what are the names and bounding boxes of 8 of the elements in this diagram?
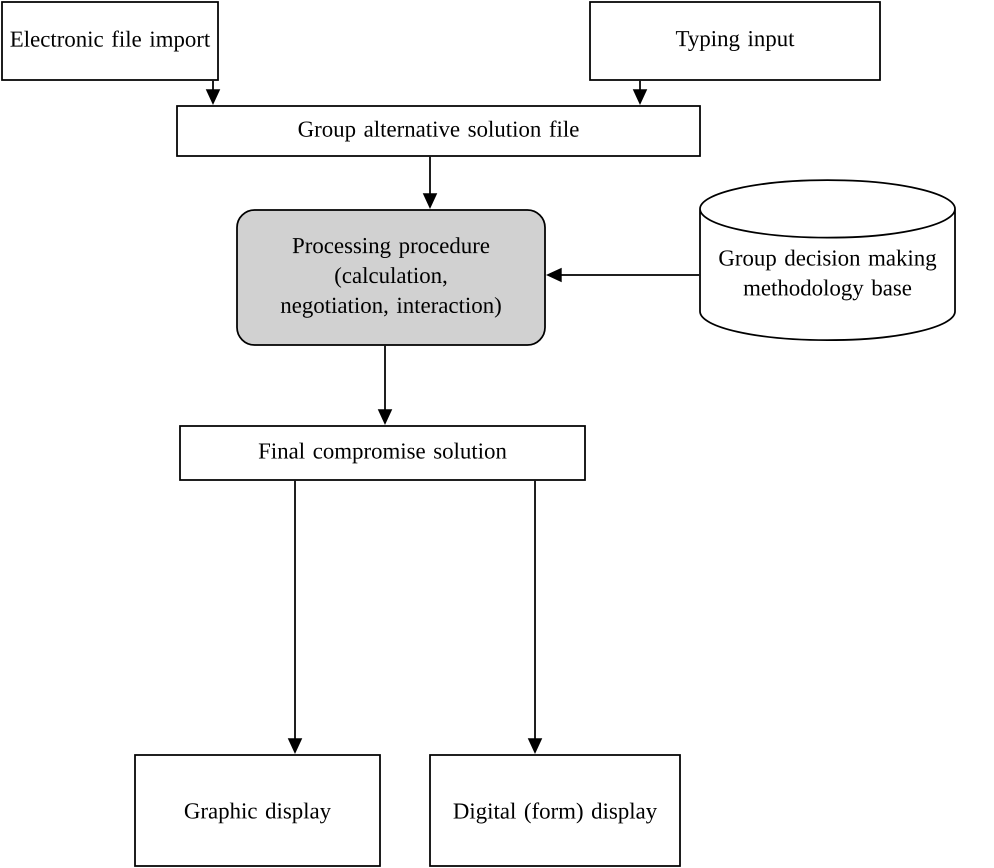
process-box: Group alternative solution file bbox=[176, 105, 701, 157]
process-box: Electronic file import bbox=[1, 1, 219, 81]
process-box: Processing procedure (calculation, negotiation, interaction) bbox=[236, 209, 546, 346]
process-box: Digital (form) display bbox=[429, 754, 681, 867]
process-box: Graphic display bbox=[134, 754, 381, 867]
process-box: Final compromise solution bbox=[179, 425, 586, 481]
process-box: Typing input bbox=[589, 1, 881, 81]
database-cylinder: Group decision making methodology base bbox=[699, 179, 956, 342]
